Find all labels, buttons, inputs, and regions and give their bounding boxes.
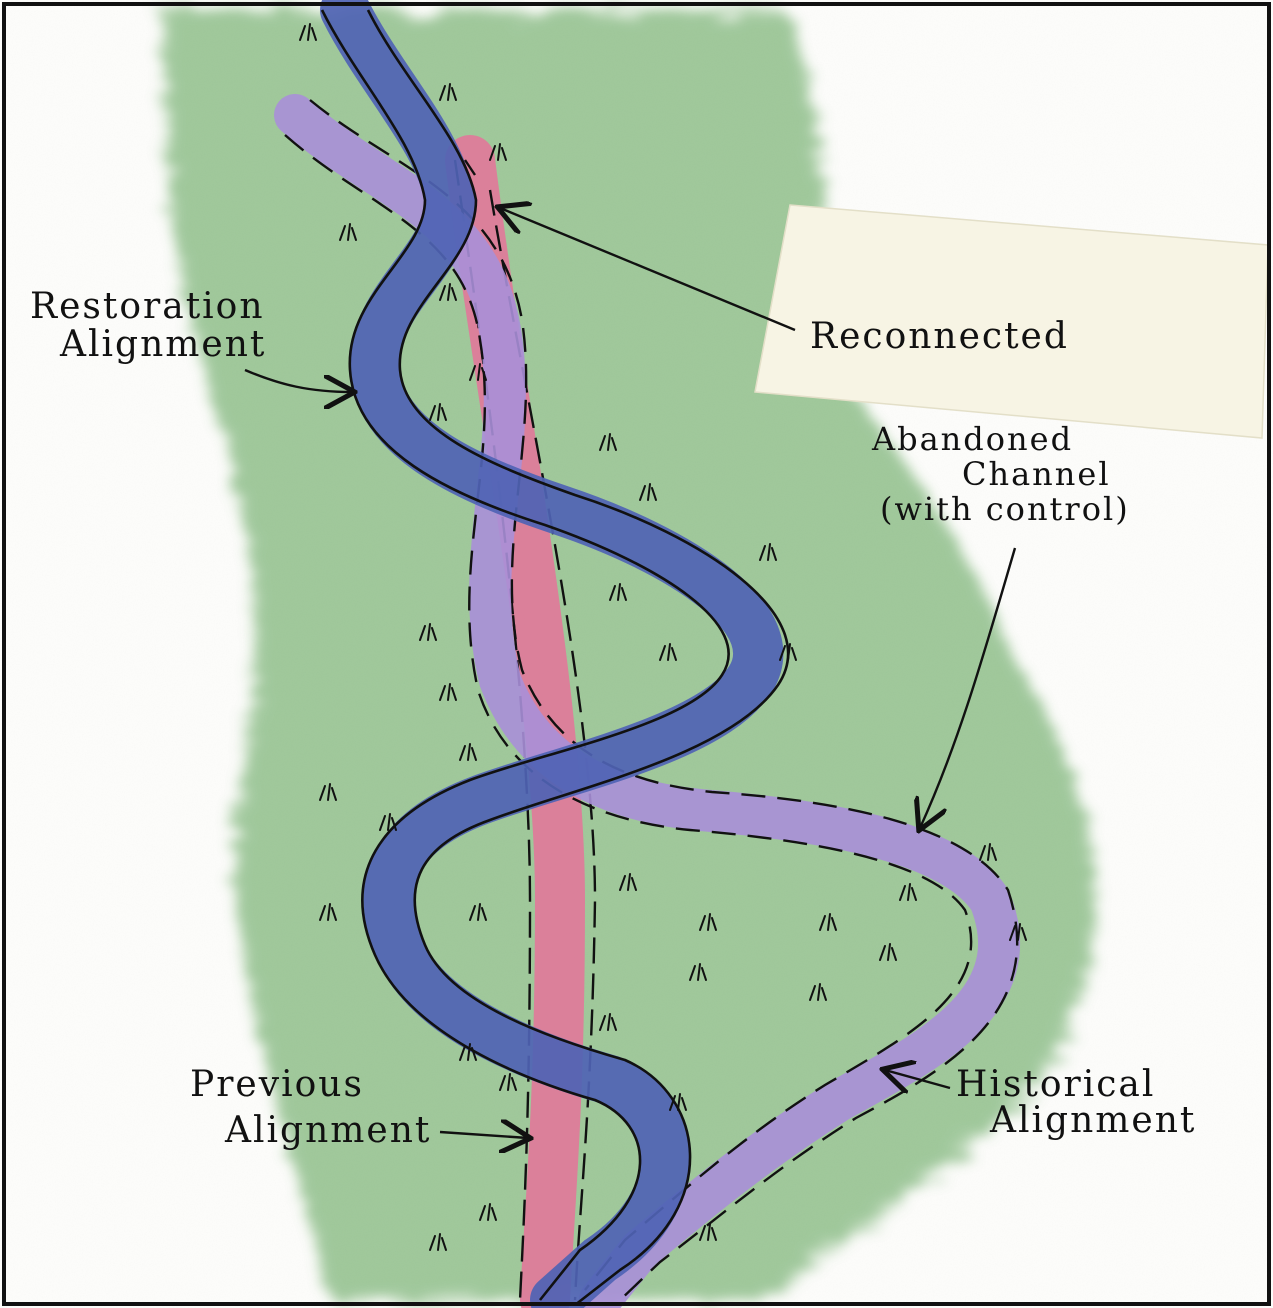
restoration-label-line1: Restoration [30,286,265,327]
abandoned-label-line3: (with control) [880,490,1130,528]
previous-label-line2: Alignment [224,1110,431,1151]
historical-label-line2: Alignment [989,1100,1196,1141]
abandoned-label-line2: Channel [962,455,1111,493]
restoration-label-line2: Alignment [59,324,266,365]
previous-label-line1: Previous [190,1064,364,1105]
abandoned-label-line1: Abandoned [871,420,1073,458]
historical-label-line1: Historical [956,1064,1155,1105]
reconnected-label: Reconnected [810,316,1069,357]
